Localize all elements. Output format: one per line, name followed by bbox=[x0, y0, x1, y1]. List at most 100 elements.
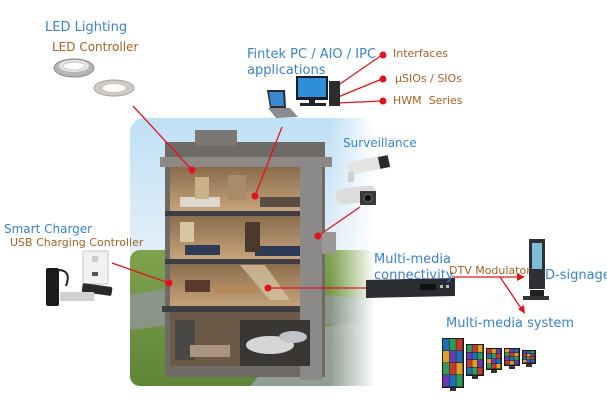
connector-interfaces bbox=[336, 54, 383, 87]
tv-tile bbox=[487, 354, 492, 359]
tv-tile bbox=[505, 353, 510, 357]
tv-tile bbox=[467, 352, 472, 360]
d-signage-label: D-signage bbox=[545, 268, 607, 283]
arrow-to-system bbox=[499, 276, 524, 312]
connector-dots bbox=[165, 51, 525, 314]
tv-tile bbox=[531, 357, 535, 360]
tv-tile bbox=[527, 357, 531, 360]
tv-tile bbox=[505, 361, 510, 365]
tv-tile bbox=[496, 359, 501, 364]
dot-hwm bbox=[379, 97, 387, 105]
tv-tile bbox=[456, 339, 463, 351]
tv-tile bbox=[477, 360, 483, 367]
tv-tile bbox=[456, 375, 463, 387]
tv-tile bbox=[472, 367, 478, 375]
pc-item-interfaces: Interfaces bbox=[393, 47, 448, 60]
tv-tile bbox=[531, 360, 535, 363]
connector-surveillance bbox=[317, 206, 361, 237]
tv-tile bbox=[523, 357, 527, 360]
tv-stand bbox=[472, 376, 478, 379]
connector-sios bbox=[337, 78, 383, 98]
laptop-icon bbox=[267, 90, 298, 118]
tv-tile bbox=[443, 339, 450, 351]
tv-stand bbox=[450, 388, 456, 391]
led-downlight-icon bbox=[53, 58, 135, 97]
connector-lines bbox=[111, 54, 524, 312]
tv-tile bbox=[449, 351, 456, 363]
led-lighting-title: LED Lighting bbox=[45, 20, 128, 35]
tv-tile bbox=[527, 354, 531, 357]
tv-tile bbox=[509, 361, 514, 365]
tv-tile bbox=[509, 357, 514, 361]
tv-tile bbox=[449, 375, 456, 387]
tv-wall-icon bbox=[442, 338, 536, 391]
connector-hwm bbox=[337, 100, 383, 104]
tv-tile bbox=[509, 353, 514, 357]
tv-tile bbox=[514, 361, 519, 365]
pc-item-hwm: HWM Series bbox=[393, 94, 463, 107]
tv-tile bbox=[514, 349, 519, 353]
tv-tile bbox=[491, 354, 496, 359]
digital-signage-kiosk-icon bbox=[523, 239, 549, 300]
dtv-modulator-label: DTV Modulator bbox=[449, 264, 531, 277]
tv-tile bbox=[472, 360, 478, 367]
tv-tile bbox=[496, 349, 501, 354]
tv-tile bbox=[467, 345, 472, 352]
tv-tile bbox=[514, 353, 519, 357]
smart-charger-title: Smart Charger bbox=[4, 222, 93, 236]
tv-tile bbox=[449, 363, 456, 375]
tv-tile bbox=[523, 351, 527, 354]
arrowhead-system bbox=[518, 305, 525, 314]
tv-tile bbox=[491, 359, 496, 364]
tv-tile bbox=[443, 375, 450, 387]
connector-led bbox=[132, 105, 193, 171]
tv-stand bbox=[491, 370, 497, 373]
cctv-camera-icon bbox=[335, 155, 391, 205]
dot-multimedia bbox=[264, 284, 272, 292]
arrowhead-signage bbox=[517, 273, 525, 281]
dot-sios bbox=[379, 75, 387, 83]
tv-tile bbox=[491, 349, 496, 354]
tv-tile bbox=[487, 364, 492, 369]
tv-tile bbox=[531, 351, 535, 354]
tv-tile bbox=[477, 367, 483, 375]
tv-tile bbox=[467, 367, 472, 375]
tv-tile bbox=[514, 357, 519, 361]
tv-tile bbox=[491, 364, 496, 369]
dot-interfaces bbox=[379, 51, 387, 59]
tv-tile bbox=[443, 363, 450, 375]
multimedia-connectivity-line1: Multi-media bbox=[374, 252, 451, 267]
tv-stand bbox=[509, 366, 515, 369]
dot-led bbox=[188, 166, 196, 174]
tv-tile bbox=[467, 360, 472, 367]
set-top-box-icon bbox=[366, 278, 455, 298]
tv-tile bbox=[509, 349, 514, 353]
dot-pc bbox=[251, 192, 259, 200]
tv-tile bbox=[496, 354, 501, 359]
tv-stand bbox=[526, 364, 532, 367]
tv-tile bbox=[477, 352, 483, 360]
pc-title-line1: Fintek PC / AIO / IPC bbox=[247, 47, 377, 62]
tv-tile bbox=[523, 354, 527, 357]
dot-charger bbox=[165, 279, 173, 287]
tv-tile bbox=[527, 360, 531, 363]
pc-title-line2: applications bbox=[247, 63, 326, 78]
multimedia-connectivity-line2: connectivity bbox=[374, 268, 454, 283]
tv-tile bbox=[487, 359, 492, 364]
tv-tile bbox=[527, 351, 531, 354]
usb-charging-controller-label: USB Charging Controller bbox=[10, 236, 144, 249]
tv-tile bbox=[477, 345, 483, 352]
tv-tile bbox=[505, 349, 510, 353]
surveillance-title: Surveillance bbox=[343, 136, 417, 150]
tv-tile bbox=[443, 351, 450, 363]
house-cutaway-icon bbox=[130, 118, 375, 386]
pc-item-sios: µSIOs / SIOs bbox=[395, 72, 462, 85]
connector-pc bbox=[254, 126, 283, 197]
tv-tile bbox=[487, 349, 492, 354]
usb-charger-icon bbox=[46, 250, 113, 306]
multimedia-system-label: Multi-media system bbox=[446, 316, 575, 331]
desktop-pc-icon bbox=[296, 76, 340, 106]
connector-charger bbox=[111, 262, 170, 284]
tv-tile bbox=[496, 364, 501, 369]
